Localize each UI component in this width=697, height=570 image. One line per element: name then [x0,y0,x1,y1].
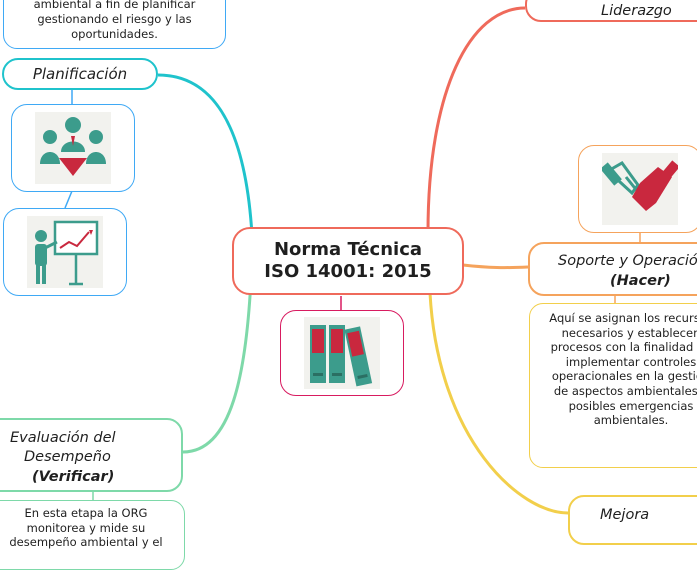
evaluacion-subtitle: (Verificar) [32,469,115,485]
team-meeting-image-node[interactable] [11,104,135,192]
team-meeting-icon [35,112,111,184]
planificacion-title: Planificación [32,65,128,83]
link-liderazgo [426,6,526,233]
handshake-icon [602,153,678,225]
link-evaluacion [182,254,254,454]
mejora-topic[interactable]: Mejora [568,495,697,545]
liderazgo-title: Liderazgo [601,3,672,19]
soporte-note-text: Aquí se asignan los recursos necesarios … [549,311,697,428]
planificacion-note-text: ambiental a fin de planificar gestionand… [33,0,196,41]
soporte-topic[interactable]: Soporte y Operación (Hacer) [528,242,697,296]
evaluacion-title-line2: Desempeño [24,449,111,465]
link-soporte [462,263,529,270]
presentation-image-node[interactable] [3,208,127,296]
planificacion-note[interactable]: ambiental a fin de planificar gestionand… [3,0,226,49]
soporte-subtitle: (Hacer) [610,273,671,289]
evaluacion-note[interactable]: En esta etapa la ORG monitorea y mide su… [0,500,185,570]
evaluacion-note-text: En esta etapa la ORG monitorea y mide su… [9,506,163,549]
central-topic[interactable]: Norma Técnica ISO 14001: 2015 [232,227,464,295]
binders-image-node[interactable] [280,310,404,396]
mindmap-links [64,6,641,515]
soporte-note[interactable]: Aquí se asignan los recursos necesarios … [529,303,697,468]
central-topic-line2: ISO 14001: 2015 [264,261,432,282]
evaluacion-topic[interactable]: Evaluación del Desempeño (Verificar) [0,418,183,492]
handshake-image-node[interactable] [578,145,697,233]
link-plan-image2 [64,190,73,209]
liderazgo-topic[interactable]: Liderazgo [525,0,697,22]
mejora-title: Mejora [600,507,650,523]
binders-icon [304,317,380,389]
planificacion-topic[interactable]: Planificación [2,58,158,90]
soporte-title: Soporte y Operación [558,253,697,269]
presentation-board-icon [27,216,103,288]
central-topic-line1: Norma Técnica [273,239,423,260]
link-planificacion [157,73,254,236]
evaluacion-title-line1: Evaluación del [10,430,116,446]
link-mejora [428,292,569,515]
